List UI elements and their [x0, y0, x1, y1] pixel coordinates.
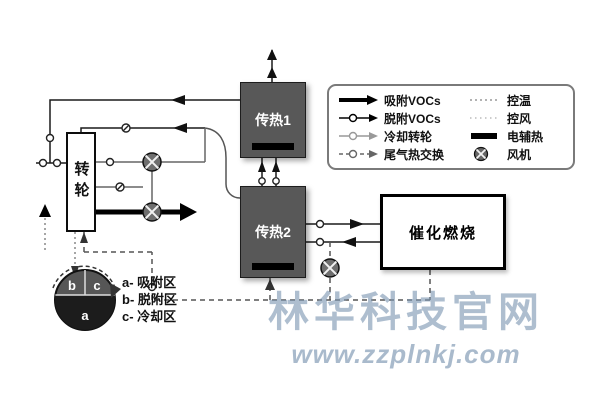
legend-label: 脱附VOCs	[384, 111, 441, 126]
fan-symbol	[142, 152, 162, 172]
flow-markers	[38, 123, 325, 292]
zone-label-c: c- 冷却区	[122, 309, 177, 324]
zone-letter-a: a	[81, 308, 89, 323]
rotation-arrowhead	[110, 283, 121, 298]
zone-label-b: b- 脱附区	[122, 292, 177, 307]
electric-heater-bar-icon	[468, 129, 502, 143]
zone-letter-b: b	[68, 278, 76, 293]
return-arrowhead	[80, 232, 88, 243]
heat-exchanger-1-label: 传热1	[255, 112, 291, 128]
cooling-wheel-line-icon	[337, 129, 379, 143]
legend-label: 电辅热	[506, 129, 543, 144]
control-lines	[44, 218, 76, 272]
legend-label: 风机	[506, 147, 531, 162]
adsorb-output-arrow	[96, 203, 197, 221]
zone-letter-c: c	[93, 278, 100, 293]
legend-label: 吸附VOCs	[384, 93, 441, 108]
legend-label: 控风	[506, 111, 531, 126]
catalytic-combustion-box: 催化燃烧	[380, 194, 506, 270]
desorb-vocs-line-icon	[337, 111, 379, 125]
zone-labels: a- 吸附区 b- 脱附区 c- 冷却区	[122, 274, 177, 325]
legend-item-adsorb-vocs: 吸附VOCs	[337, 91, 468, 109]
legend-item-tailgas-exchange: 尾气热交换	[337, 145, 468, 163]
adsorb-vocs-arrow-icon	[337, 93, 379, 107]
rotary-wheel-box: 转轮	[66, 132, 96, 232]
wheel-zone-circle: b c a	[52, 265, 121, 331]
legend: 吸附VOCs 控温 脱附VOCs 控风 冷却转轮	[327, 84, 575, 170]
exhaust-lines	[267, 49, 277, 82]
fan-symbol	[142, 202, 162, 222]
legend-label: 尾气热交换	[384, 147, 445, 162]
heat-exchanger-2-box: 传热2	[240, 186, 306, 278]
legend-item-electric-heater: 电辅热	[468, 127, 565, 145]
air-control-line-icon	[468, 111, 502, 125]
heat-exchanger-2-label: 传热2	[255, 224, 291, 240]
legend-item-temp-control: 控温	[468, 91, 565, 109]
electric-heater-bar	[252, 143, 294, 150]
legend-item-cooling-wheel: 冷却转轮	[337, 127, 468, 145]
fan-symbol	[320, 258, 340, 278]
legend-item-desorb-vocs: 脱附VOCs	[337, 109, 468, 127]
tailgas-exchange-line-icon	[337, 147, 379, 161]
legend-label: 冷却转轮	[384, 129, 433, 144]
legend-item-fan: 风机	[468, 145, 565, 163]
intake-arrowhead	[39, 204, 51, 217]
legend-item-air-control: 控风	[468, 109, 565, 127]
heat-exchanger-1-box: 传热1	[240, 82, 306, 158]
fan-icon	[468, 146, 502, 162]
rotation-arrow	[52, 265, 117, 292]
temp-control-line-icon	[468, 93, 502, 107]
return-arrowhead	[265, 279, 275, 290]
electric-heater-bar	[252, 263, 294, 270]
zone-label-a: a- 吸附区	[122, 275, 177, 290]
legend-label: 控温	[506, 93, 531, 108]
